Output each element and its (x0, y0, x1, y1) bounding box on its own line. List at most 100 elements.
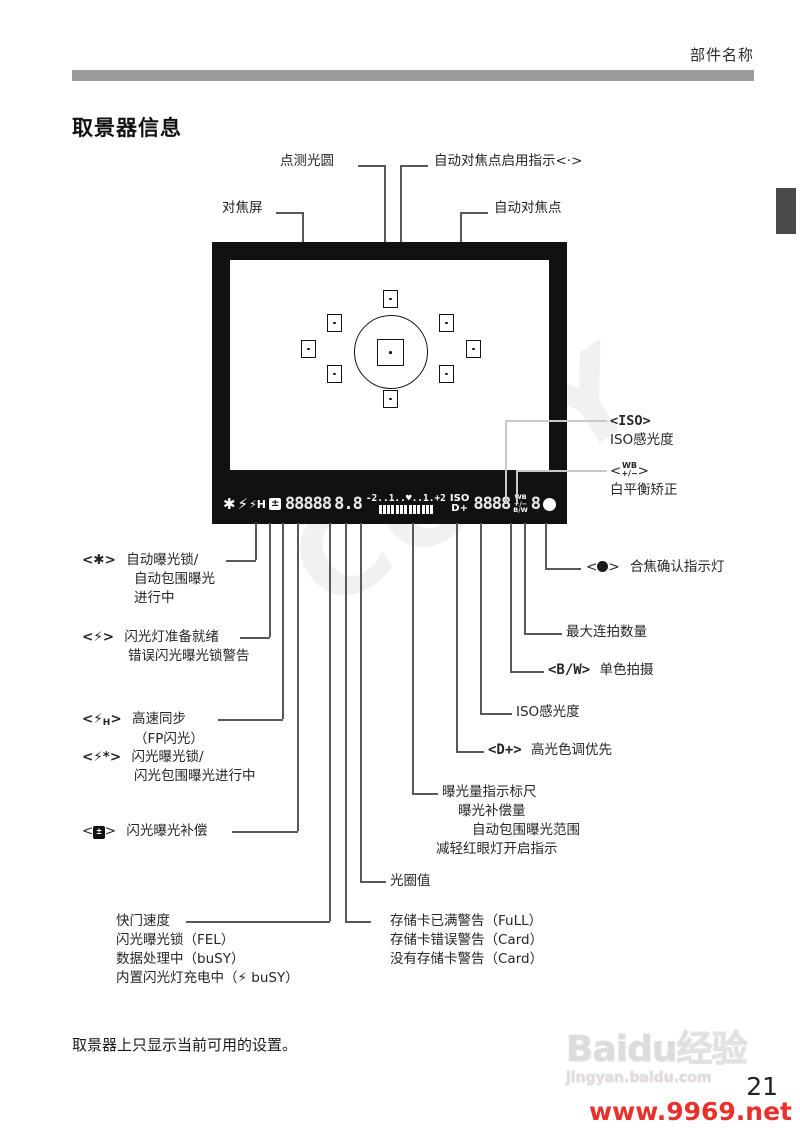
leader-afpoints-h (460, 212, 488, 214)
fec-desc-text: 闪光曝光补偿 (126, 823, 208, 839)
ae-lock-tag-text: <✱> (82, 552, 116, 568)
callout-card-warnings: 存储卡已满警告（FuLL） 存储卡错误警告（Card） 没有存储卡警告（Card… (390, 912, 543, 969)
leader-afactive-v (400, 165, 402, 285)
callout-exposure-scale: 曝光量指示标尺 曝光补偿量 自动包围曝光范围 减轻红眼灯开启指示 (436, 783, 580, 860)
callout-dplus: <D+> 高光色调优先 (488, 741, 612, 761)
leader-iso-v (505, 420, 507, 504)
leader-spot-h (358, 165, 386, 167)
viewfinder-screen (230, 260, 549, 470)
focus-confirm-dot (543, 497, 557, 511)
page-title: 取景器信息 (72, 116, 182, 140)
iso-dplus-block: ISO D+ (450, 493, 469, 515)
callout-ae-lock: <✱> 自动曝光锁/ 自动包围曝光 进行中 (82, 551, 215, 608)
fec-tag-open: < (82, 823, 94, 839)
hss-l2: （FP闪光） (134, 730, 204, 747)
leader-iso-h2 (505, 420, 567, 422)
callout-flash-ready: <⚡> 闪光灯准备就绪 错误闪光曝光锁警告 (82, 628, 250, 666)
leader-card-h (345, 921, 371, 923)
leader-flash-h (240, 637, 270, 639)
watermark-url: www.9969.net (589, 1097, 792, 1126)
af-point-top (383, 290, 398, 308)
af-point-upper-right (439, 314, 454, 332)
flash-l1: 闪光灯准备就绪 (124, 629, 219, 645)
exposure-scale-numbers: -2..1..♥..1.+2 (365, 493, 446, 505)
wb-tag-stack: WB+/− (621, 461, 638, 478)
callout-iso-speed: ISO感光度 (516, 704, 580, 720)
fc-desc-text: 合焦确认指示灯 (629, 559, 725, 575)
shutter-l4: 内置闪光灯充电中（⚡ buSY） (116, 970, 299, 987)
wb-tag-close: > (637, 463, 649, 479)
wb-tag-top: WB (622, 461, 637, 471)
leader-bw-v (510, 523, 512, 671)
af-point-upper-left (327, 314, 342, 332)
leader-aelock-h (226, 560, 256, 562)
callout-max-burst: 最大连拍数量 (566, 624, 647, 640)
exp-l4: 减轻红眼灯开启指示 (436, 841, 558, 858)
leader-fec-v (297, 523, 299, 831)
af-point-lower-right (439, 365, 454, 383)
flash-exposure-comp-icon: ± (269, 498, 281, 510)
leader-aelock-v (255, 523, 257, 560)
leader-burst-v (524, 523, 526, 633)
exp-l1: 曝光量指示标尺 (442, 784, 537, 800)
spot-metering-circle (354, 315, 428, 389)
leader-afactive-h (400, 165, 428, 167)
header-rule (72, 70, 754, 81)
bw-tag-text: <B/W> (548, 662, 591, 678)
callout-spot-metering: 点测光圆 (280, 153, 334, 169)
callout-hss: <⚡H> 高速同步 （FP闪光） (82, 710, 204, 749)
wb-mid-label: +/− (513, 499, 528, 508)
callout-focus-confirm: <> 合焦确认指示灯 (586, 558, 724, 577)
af-point-lower-left (327, 365, 342, 383)
leader-wb-v (516, 470, 518, 504)
fel-tag-text: <⚡*> (82, 749, 122, 765)
leader-expscale-v (412, 523, 414, 793)
fec-tag-close: > (104, 823, 117, 839)
callout-fec: <±> 闪光曝光补偿 (82, 822, 207, 841)
leader-bw-h (510, 671, 544, 673)
ae-lock-icon: ✱ (222, 494, 236, 513)
callout-aperture: 光圈值 (390, 873, 431, 889)
watermark-baidu: Baidu经验 jingyan.baidu.com (565, 1031, 796, 1098)
ae-lock-l1: 自动曝光锁/ (126, 552, 199, 568)
leader-burst-h (524, 633, 562, 635)
wb-tag-bot: +/− (621, 469, 638, 478)
wb-top-label: WB (514, 493, 527, 502)
wb-tag-open: < (610, 463, 622, 479)
max-burst-digit: 8 (530, 493, 541, 514)
wb-bw-label: B/W (513, 506, 528, 515)
leader-expscale-h (412, 793, 438, 795)
leader-flash-v (269, 523, 271, 637)
exposure-scale-bars (378, 504, 434, 514)
leader-hss-h (218, 719, 283, 721)
shutter-l3: 数据处理中（buSY） (116, 951, 245, 968)
viewfinder-illustration: ✱ ⚡ ⚡H ± 88888 8.8 -2..1..♥..1.+2 ISO D+… (212, 242, 567, 524)
callout-shutter: 快门速度 闪光曝光锁（FEL） 数据处理中（buSY） 内置闪光灯充电中（⚡ b… (116, 912, 299, 989)
fel-l1: 闪光曝光锁/ (131, 749, 204, 765)
exp-l2: 曝光补偿量 (458, 803, 526, 820)
shutter-speed-digits: 88888 (284, 493, 332, 514)
flash-tag-text: <⚡> (82, 629, 115, 645)
leader-aperture-v (360, 523, 362, 881)
hss-tag-close: > (110, 711, 122, 727)
wb-correction-block: WB +/− B/W (513, 494, 528, 514)
flash-ready-icon: ⚡ (237, 494, 249, 513)
dplus-tag-text: <D+> (488, 742, 522, 758)
leader-dplus-h (456, 751, 484, 753)
fec-icon: ± (93, 826, 105, 839)
leader-isolow-v (480, 523, 482, 713)
leader-wb-h (567, 470, 607, 472)
af-point-right (466, 340, 481, 358)
leader-hss-v (282, 523, 284, 719)
ae-lock-l2: 自动包围曝光 (134, 571, 215, 588)
hss-l1: 高速同步 (131, 711, 186, 727)
callout-bw: <B/W> 单色拍摄 (548, 661, 653, 681)
af-point-left (301, 340, 316, 358)
shutter-l2: 闪光曝光锁（FEL） (116, 932, 235, 949)
exp-l3: 自动包围曝光范围 (472, 822, 580, 839)
hss-tag-open: <⚡ (82, 711, 103, 727)
exposure-level-scale: -2..1..♥..1.+2 (366, 494, 446, 514)
ae-lock-l3: 进行中 (134, 590, 175, 607)
chapter-title: 部件名称 (689, 46, 754, 64)
